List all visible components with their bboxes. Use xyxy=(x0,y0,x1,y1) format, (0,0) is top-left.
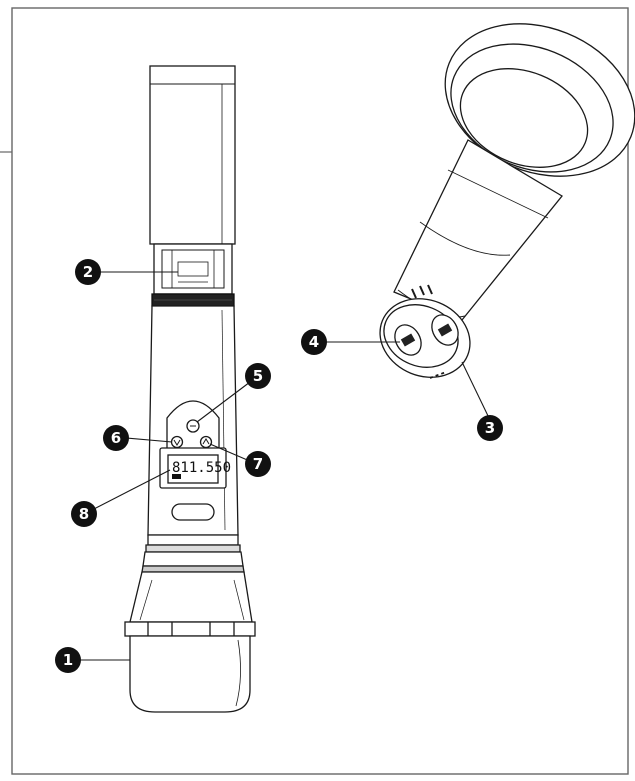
leader-lines xyxy=(72,271,491,661)
led-indicator-icon xyxy=(186,419,200,433)
callout-4: 4 xyxy=(301,329,327,355)
callout-1: 1 xyxy=(55,647,81,673)
callout-7: 7 xyxy=(245,451,271,477)
diagram-frame xyxy=(11,7,629,775)
grille-ring xyxy=(124,621,256,637)
head-cone xyxy=(129,571,253,623)
battery-cover xyxy=(149,65,236,245)
callout-6: 6 xyxy=(103,425,129,451)
callout-7-label: 7 xyxy=(253,455,263,473)
callout-2: 2 xyxy=(75,259,101,285)
control-plate: 811.550 xyxy=(159,400,231,489)
callout-4-label: 4 xyxy=(309,333,319,351)
callout-3: 3 xyxy=(477,415,503,441)
callout-1-label: 1 xyxy=(63,651,73,669)
battery-compartment xyxy=(153,243,233,295)
angled-view-microphone xyxy=(379,23,635,379)
lcd-frequency: 811.550 xyxy=(172,460,231,476)
callout-5-label: 5 xyxy=(253,367,263,385)
microphone-grille xyxy=(129,635,251,713)
callout-8-label: 8 xyxy=(79,505,89,523)
callout-8: 8 xyxy=(71,501,97,527)
oval-slot xyxy=(171,503,215,521)
front-view-microphone: 811.550 xyxy=(124,65,256,713)
callout-6-label: 6 xyxy=(111,429,121,447)
battery-level-icon xyxy=(172,474,181,479)
callout-3-label: 3 xyxy=(485,419,495,437)
up-button-icon xyxy=(199,435,213,449)
callout-2-label: 2 xyxy=(83,263,93,281)
callout-5: 5 xyxy=(245,363,271,389)
